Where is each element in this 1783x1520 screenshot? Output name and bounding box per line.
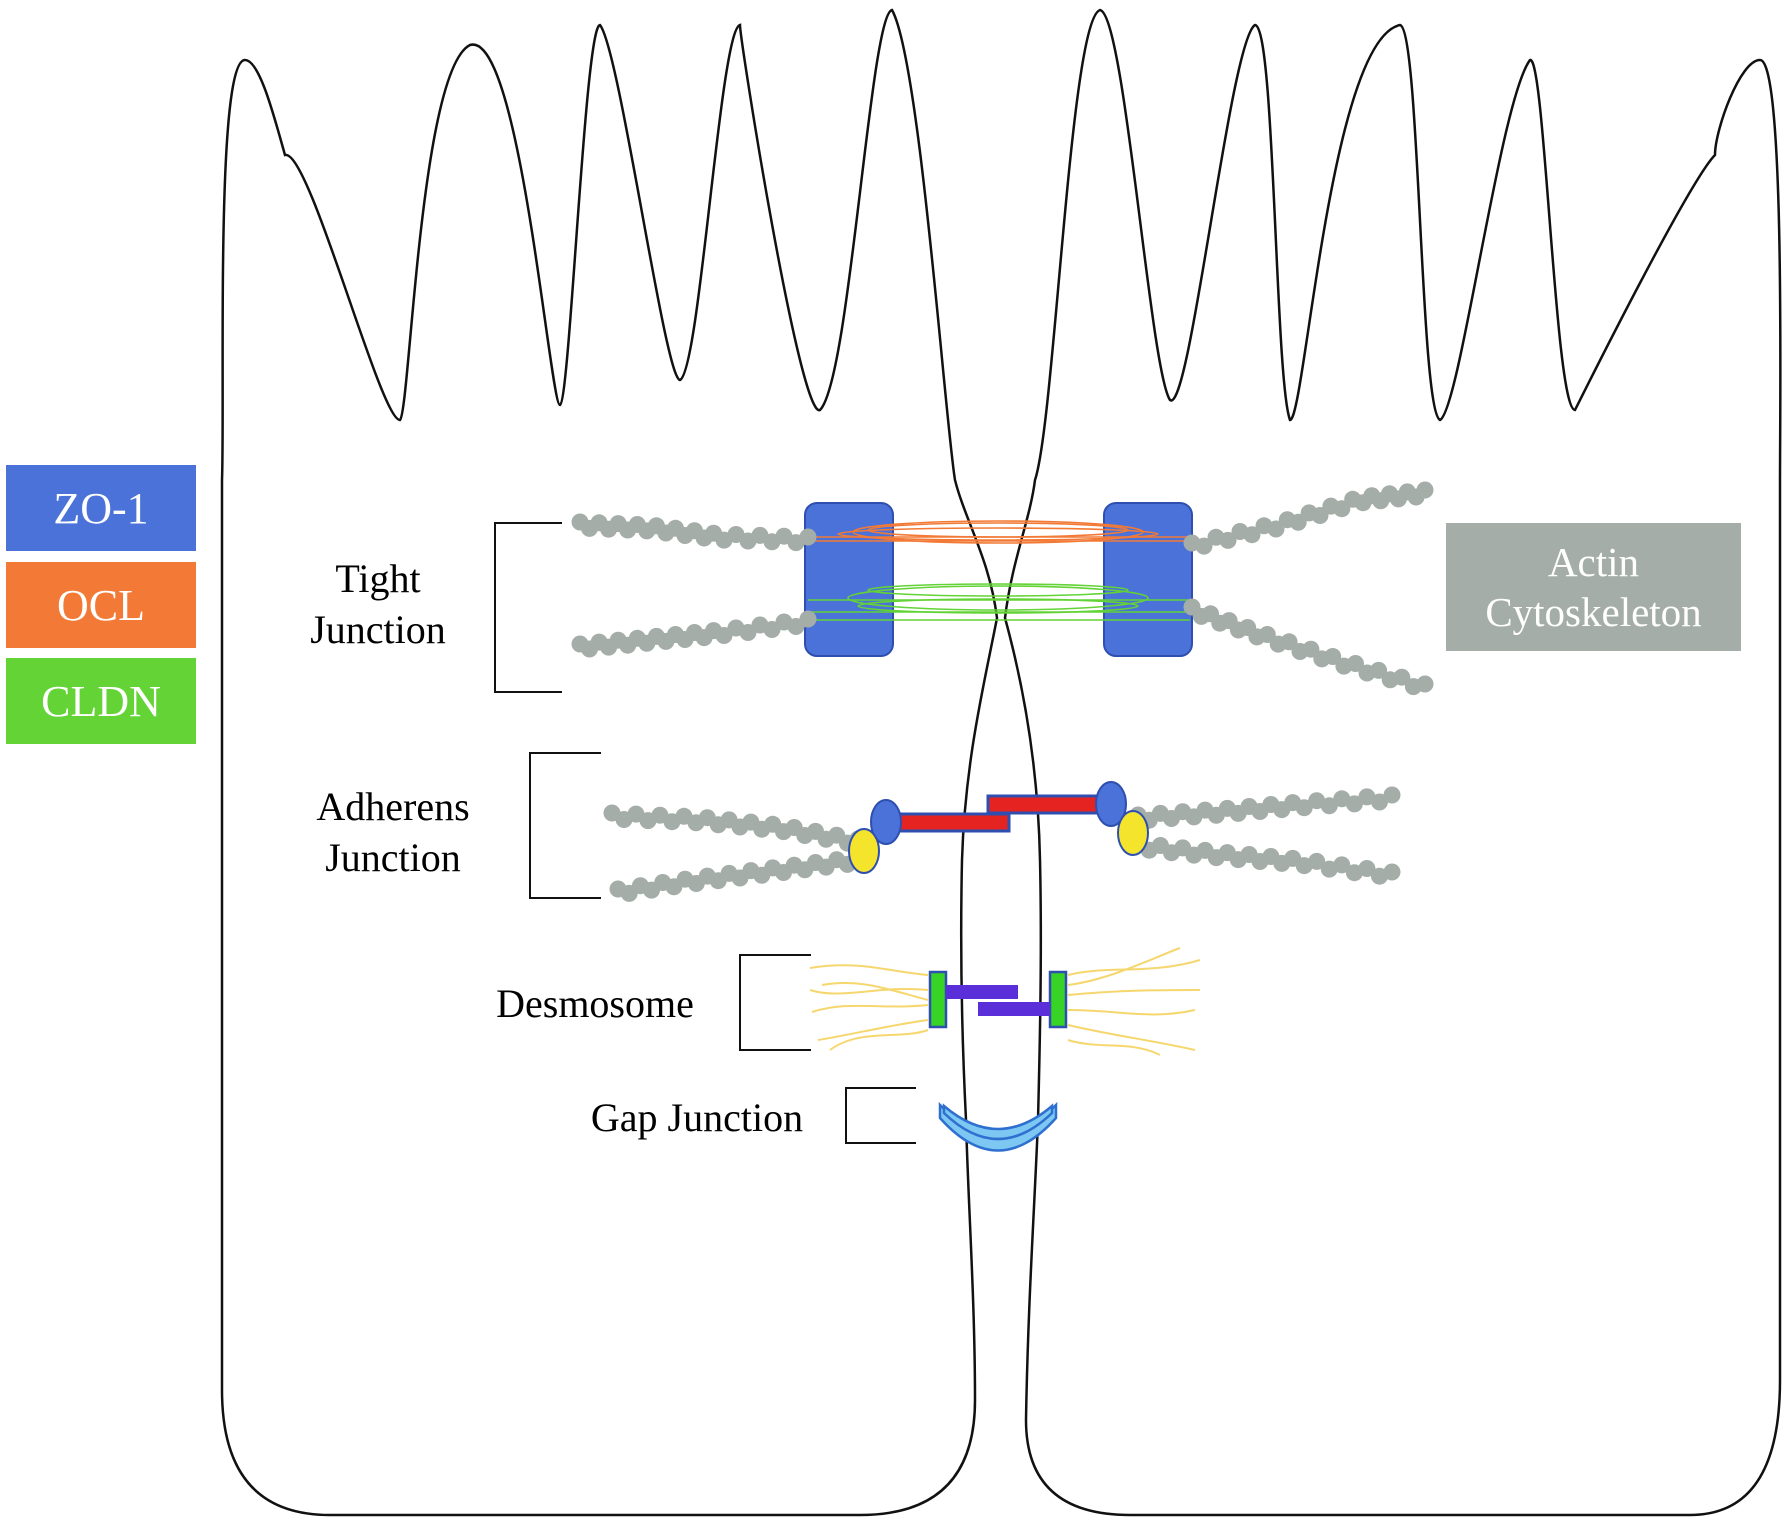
catenin-left-yellow	[848, 828, 880, 874]
actin-bead	[1195, 537, 1213, 555]
actin-bead	[1295, 799, 1313, 817]
actin-bead	[1324, 648, 1342, 665]
adherens-complex	[848, 781, 1149, 874]
cldn-strand	[857, 598, 1139, 614]
ocl-strand	[867, 522, 1129, 538]
actin-bead	[609, 880, 627, 898]
claudin-strands	[808, 583, 1190, 621]
actin-filament	[571, 513, 817, 552]
adherens-junction-bracket	[529, 752, 601, 899]
actin-bead	[1308, 852, 1326, 870]
actin-bead	[1416, 675, 1434, 693]
legend-cldn-label: CLDN	[41, 676, 161, 726]
keratin-filament	[1067, 959, 1201, 976]
actin-filament	[1183, 481, 1434, 555]
cldn-strand	[847, 585, 1149, 611]
actin-bead	[1370, 661, 1388, 679]
adherens-junction-label-line2: Junction	[325, 835, 461, 880]
keratin-filament	[1067, 1009, 1196, 1016]
legend-ocl-label: OCL	[57, 580, 145, 630]
actin-bead	[1280, 633, 1298, 651]
desmosome-plaque-right	[1048, 970, 1068, 1029]
legend-cldn: CLDN	[6, 658, 196, 744]
actin-filament	[1129, 834, 1401, 885]
actin-bead	[1345, 795, 1363, 813]
actin-cytoskeleton-label: Actin Cytoskeleton	[1446, 523, 1741, 651]
adherens-junction-label: Adherens Junction	[303, 781, 483, 883]
catenin-left-blue	[870, 799, 902, 845]
desmosomal-cadherin-left	[946, 985, 1018, 999]
legend-zo1-label: ZO-1	[53, 483, 149, 533]
keratin-filament	[809, 964, 929, 976]
gap-junction-label-text: Gap Junction	[590, 1095, 804, 1140]
cadherin-left	[895, 812, 1011, 833]
desmosome-plaque-left	[928, 970, 948, 1029]
keratin-filament	[1067, 989, 1201, 996]
actin-bead	[1320, 797, 1338, 815]
keratin-filament	[1067, 947, 1181, 986]
catenin-right-yellow	[1117, 810, 1149, 856]
right-cell-membrane	[1003, 8, 1782, 1517]
actin-bead	[1347, 655, 1364, 672]
actin-bead	[1333, 856, 1351, 874]
tight-junction-bracket	[494, 522, 562, 693]
keratin-filament	[811, 1004, 929, 1013]
actin-bead	[1371, 793, 1388, 811]
keratin-filament	[1067, 1024, 1196, 1051]
actin-bead	[1267, 520, 1285, 538]
actin-bead	[1383, 863, 1401, 881]
actin-label-line2: Cytoskeleton	[1485, 589, 1702, 635]
actin-bead	[1358, 860, 1376, 877]
legend-ocl: OCL	[6, 562, 196, 648]
keratin-filament	[809, 987, 929, 995]
actin-label-line1: Actin	[1547, 539, 1640, 585]
legend-zo1: ZO-1	[6, 465, 196, 551]
desmosome-label-text: Desmosome	[496, 981, 694, 1026]
cldn-strand	[867, 583, 1129, 597]
connexon-inner	[942, 1103, 1054, 1141]
keratin-filaments	[809, 947, 1201, 1056]
actin-bead	[1393, 668, 1411, 686]
actin-filament	[1183, 598, 1434, 696]
keratin-filament	[817, 1019, 929, 1041]
actin-filament	[603, 804, 867, 852]
actin-bead	[1219, 531, 1237, 549]
actin-filament	[1129, 786, 1401, 829]
desmosome-label: Desmosome	[480, 978, 710, 1029]
gap-junction-label: Gap Junction	[572, 1092, 822, 1143]
ocl-strand	[837, 527, 1159, 541]
adherens-junction-label-line1: Adherens	[316, 784, 470, 829]
desmosomal-cadherin-right	[978, 1002, 1050, 1016]
left-cell-membrane	[220, 8, 999, 1517]
keratin-filament	[829, 1029, 929, 1051]
actin-filament	[609, 848, 867, 902]
keratin-filament	[1067, 1039, 1161, 1056]
actin-bead	[571, 513, 589, 531]
actin-bead	[571, 635, 589, 653]
tight-junction-label-line1: Tight	[335, 556, 421, 601]
actin-bead	[1243, 526, 1261, 544]
actin-bead	[603, 804, 621, 822]
actin-bead	[1302, 640, 1320, 658]
keratin-filament	[821, 981, 929, 1001]
cadherin-right	[986, 794, 1102, 815]
actin-filaments	[571, 481, 1434, 902]
catenin-right-blue	[1095, 781, 1127, 827]
actin-bead	[1383, 786, 1401, 804]
tight-junction-label: Tight Junction	[298, 553, 458, 655]
gap-junction-bracket	[845, 1087, 916, 1144]
actin-bead	[1258, 626, 1276, 643]
desmosome-bracket	[739, 954, 811, 1051]
tight-junction-label-line2: Junction	[310, 607, 446, 652]
actin-bead	[1416, 481, 1434, 499]
actin-filament	[571, 610, 817, 658]
occludin-strands	[808, 520, 1190, 544]
